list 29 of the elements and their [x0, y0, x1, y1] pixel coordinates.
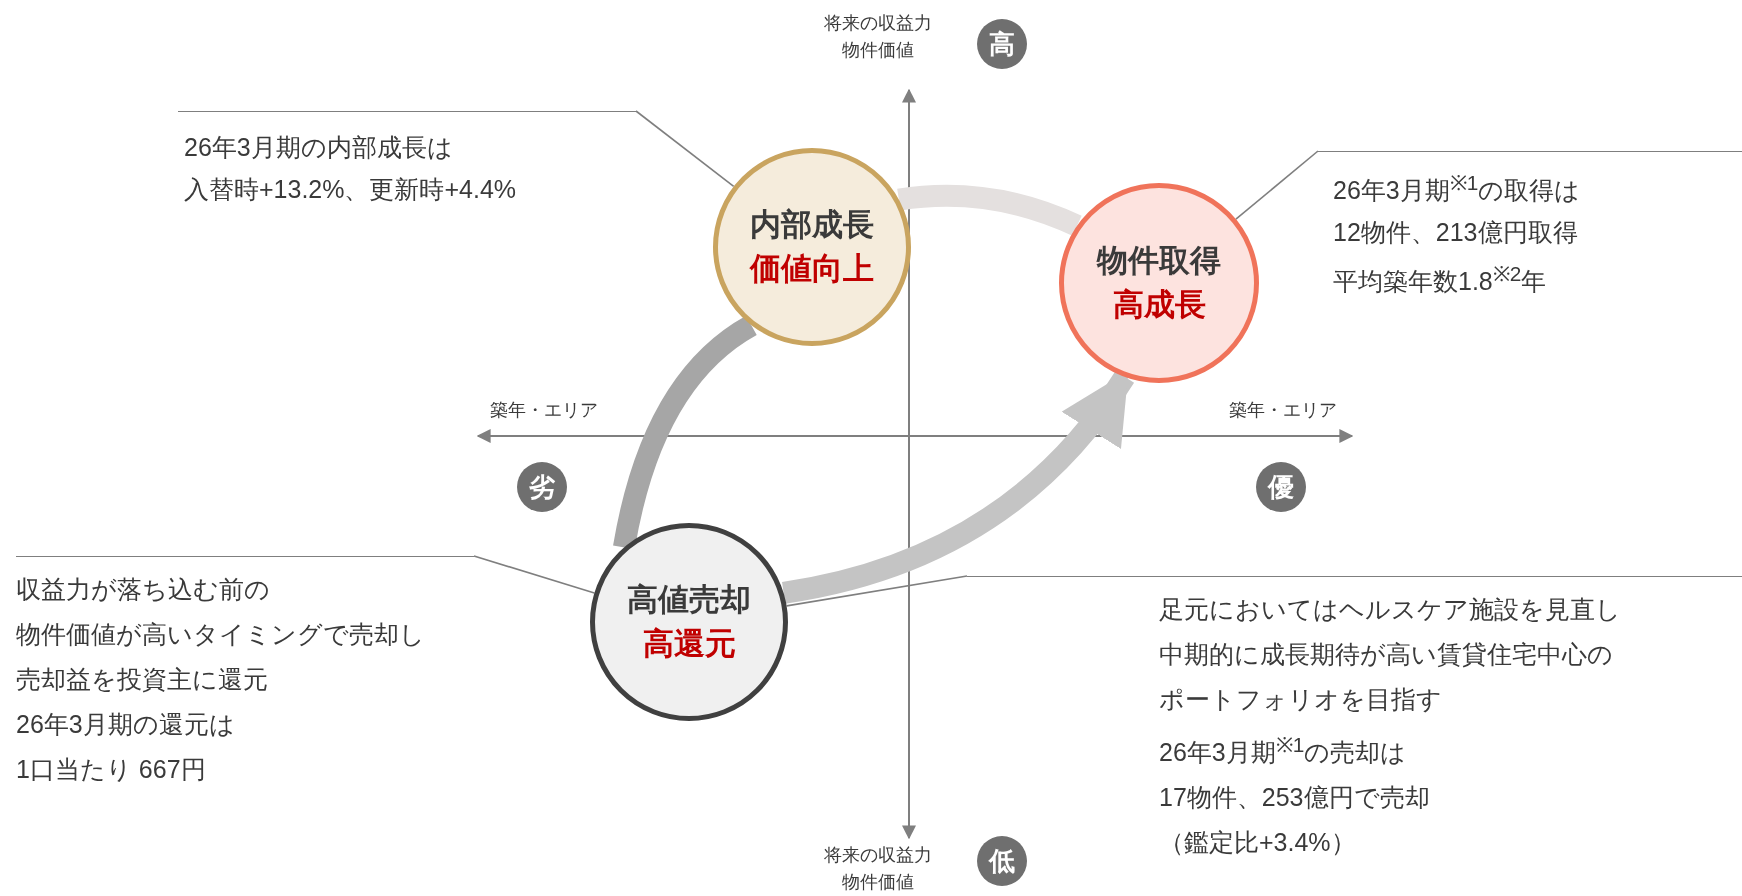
callout-text: （鑑定比+3.4%）	[1159, 827, 1357, 859]
callout-text: 入替時+13.2%、更新時+4.4%	[184, 174, 518, 205]
callout-text: 17物件、253億円で売却	[1159, 782, 1431, 814]
callout-text: 足元においてはヘルスケア施設を見直し	[1159, 594, 1622, 625]
leader-line	[1235, 150, 1319, 220]
callout-text: 収益力が落ち込む前の	[16, 574, 271, 605]
callout-text: 平均築年数1.8$^{※2}$年	[1333, 261, 1548, 298]
cycle-band	[613, 315, 758, 550]
callout-text: 26年3月期の内部成長は	[184, 132, 454, 163]
leader-line	[473, 555, 596, 594]
stage-circle: 高値売却 高還元	[590, 523, 788, 721]
stage-circle: 内部成長 価値向上	[713, 148, 911, 346]
callout-text: 12物件、213億円取得	[1333, 217, 1579, 249]
axis-badge: 劣	[517, 462, 567, 512]
cycle-band	[897, 184, 1082, 236]
callout-text: 物件価値が高いタイミングで売却し	[16, 619, 426, 650]
leader-line	[785, 575, 968, 607]
callout-text: 26年3月期の還元は	[16, 709, 236, 740]
callout-text: 売却益を投資主に還元	[16, 664, 269, 695]
axis-badge: 低	[977, 836, 1027, 886]
callout-text: 中期的に成長期待が高い賃貸住宅中心の	[1159, 639, 1614, 670]
axis-badge: 優	[1256, 462, 1306, 512]
axis-badge: 高	[977, 19, 1027, 69]
callout-text: 26年3月期$^{※1}$の取得は	[1333, 170, 1582, 207]
leader-line	[635, 110, 735, 188]
callout-text: ポートフォリオを目指す	[1159, 684, 1443, 715]
stage-circle: 物件取得 高成長	[1059, 183, 1259, 383]
callout-text: 26年3月期$^{※1}$の売却は	[1159, 732, 1408, 769]
callout-text: 1口当たり 667円	[16, 754, 207, 785]
